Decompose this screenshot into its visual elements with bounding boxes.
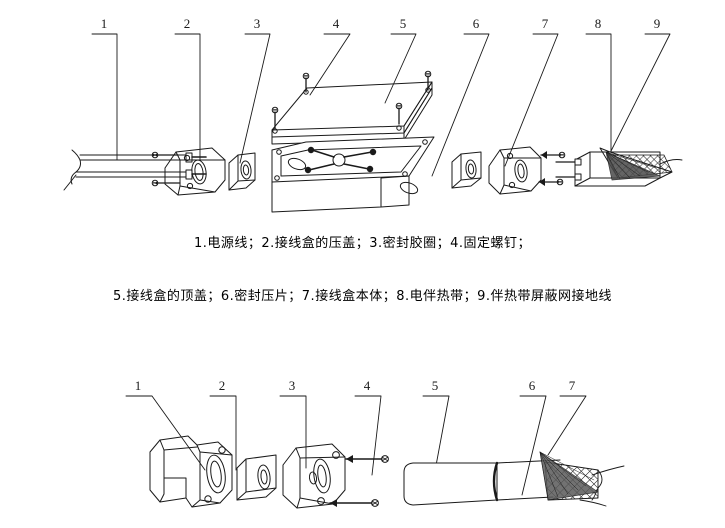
- callout-number-6: 6: [473, 16, 480, 31]
- callout-numbers-upper: 1 2 3 4 5 6 7 8 9: [101, 16, 661, 31]
- caption-line-1: 1.电源线；2.接线盒的压盖；3.密封胶圈；4.固定螺钉；: [193, 236, 532, 251]
- part-heating-tape-upper: [555, 147, 683, 187]
- callout-numbers-lower: 1 2 3 4 5 6 7: [135, 378, 576, 393]
- callout-number-lower-7: 7: [569, 378, 576, 393]
- part-box-body: [271, 136, 435, 213]
- leader-lines-upper: [91, 33, 671, 177]
- callout-number-7: 7: [542, 16, 549, 31]
- callout-number-lower-3: 3: [289, 378, 296, 393]
- callout-number-lower-1: 1: [135, 378, 142, 393]
- callout-number-lower-4: 4: [364, 378, 371, 393]
- callout-number-3: 3: [254, 16, 261, 31]
- terminal-block-x: [304, 146, 377, 174]
- callout-number-4: 4: [333, 16, 340, 31]
- leader-lines-lower: [125, 395, 587, 496]
- callout-number-2: 2: [184, 16, 191, 31]
- part-seal-gasket-right: [451, 151, 482, 189]
- callout-number-lower-2: 2: [219, 378, 226, 393]
- part-box-top-cover: [271, 70, 433, 145]
- fixing-screws-top: [271, 70, 432, 134]
- callout-number-9: 9: [654, 16, 661, 31]
- callout-number-5: 5: [400, 16, 407, 31]
- part-power-cable: [63, 149, 207, 191]
- callout-number-8: 8: [595, 16, 602, 31]
- part-seal-ring-lower: [236, 454, 277, 501]
- part-heating-tape-lower: [403, 451, 625, 507]
- callout-number-1: 1: [101, 16, 108, 31]
- callout-number-lower-5: 5: [432, 378, 439, 393]
- callout-number-lower-6: 6: [529, 378, 536, 393]
- part-gland-cover-lower: [282, 443, 389, 509]
- part-gland-cover-right: [488, 146, 566, 195]
- part-gland-cover-upper: [151, 147, 226, 196]
- part-gland-body-lower: [149, 435, 233, 508]
- caption-line-2: 5.接线盒的顶盖；6.密封压片；7.接线盒本体；8.电伴热带；9.伴热带屏蔽网接…: [112, 289, 613, 304]
- part-seal-ring-upper: [228, 152, 256, 191]
